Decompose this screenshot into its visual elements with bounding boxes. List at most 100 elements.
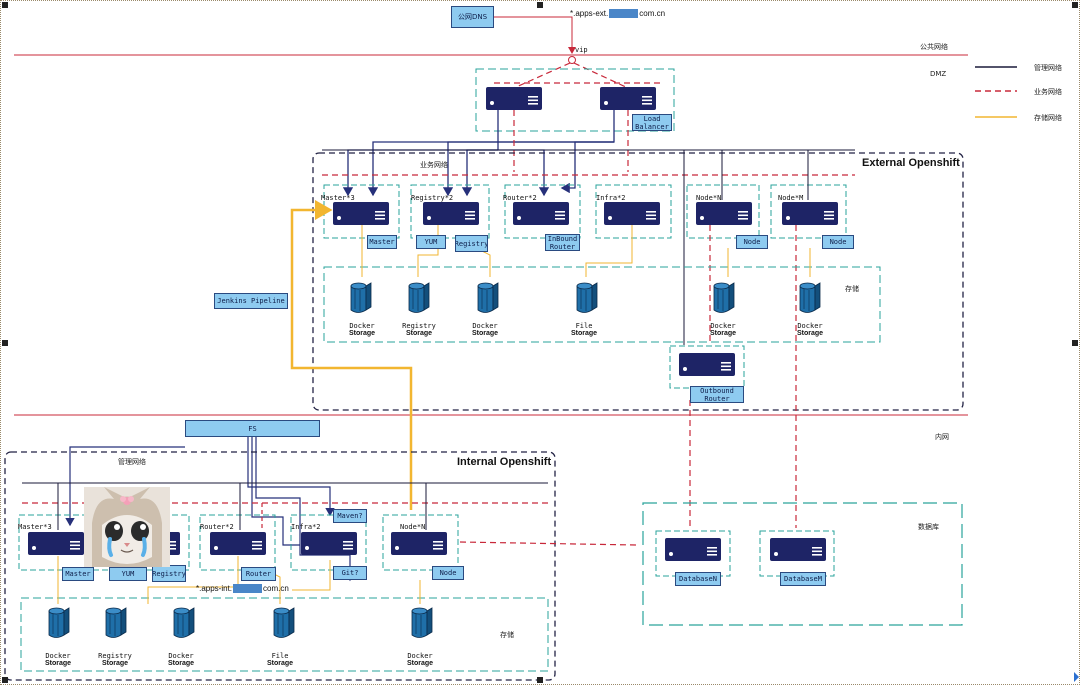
int-node-n-tag: Node: [432, 566, 464, 580]
ext-infra-server: [604, 202, 660, 225]
legend-label-storage: 存储网络: [1034, 114, 1062, 122]
selection-handle[interactable]: [537, 2, 543, 8]
ext-storage-line2: Storage: [796, 330, 824, 337]
legend-label-mgmt: 管理网络: [1034, 64, 1062, 72]
selection-handle[interactable]: [2, 340, 8, 346]
int-storage-line2: Storage: [406, 660, 434, 667]
ext-cylinder-2: [408, 282, 430, 313]
selection-handle[interactable]: [1072, 2, 1078, 8]
ext-node-n-tag: Node: [736, 235, 768, 249]
outbound-router-tag: Outbound Router: [690, 386, 744, 403]
vip-to-lb: [513, 62, 571, 89]
domain-prefix: *.apps-ext.: [570, 9, 609, 18]
int-cylinder-4: [273, 607, 295, 638]
int-storage-line2: Storage: [167, 660, 195, 667]
int-master-server: [28, 532, 84, 555]
int-group-node-n: [382, 514, 459, 571]
ext-master-group-label: Master*3: [321, 194, 355, 202]
lb-mgmt-link-5: [442, 141, 614, 197]
vip-node: [568, 56, 576, 64]
ext-router-group-label: Router*2: [503, 194, 537, 202]
int-router-tag: Router: [241, 567, 276, 581]
int-node-to-db: [459, 541, 637, 546]
ext-group-router: [504, 184, 581, 239]
ext-storage-link-2: [417, 225, 439, 277]
ext-master-server: [333, 202, 389, 225]
selection-handle[interactable]: [537, 677, 543, 683]
ext-registry-group-label: Registry*2: [411, 194, 454, 202]
zone-storage-int: 存储: [500, 631, 514, 639]
int-yum-tag: YUM: [109, 567, 147, 581]
int-storage-line2: Storage: [101, 660, 129, 667]
ext-infra-group-label: Infra*2: [596, 194, 626, 202]
int-storage-line1: Docker: [407, 652, 433, 660]
selection-handle[interactable]: [2, 2, 8, 8]
ext-cylinder-3: [477, 282, 499, 313]
git-tag: Git?: [333, 566, 367, 580]
ext-registry-tag: Registry: [455, 235, 488, 252]
vip-label: vip: [575, 46, 588, 54]
cat-face-icon: [84, 487, 170, 567]
ext-registry-server: [423, 202, 479, 225]
fs-link-3: [65, 446, 185, 527]
ext-storage-line1: Registry: [402, 322, 436, 330]
ext-cylinder-4: [576, 282, 598, 313]
int-router-server: [210, 532, 266, 555]
maven-tag: Maven?: [333, 509, 367, 523]
domain-suffix: com.cn: [263, 584, 289, 593]
cat-sticker-image: [84, 487, 170, 567]
selection-handle[interactable]: [1072, 340, 1078, 346]
external-openshift-title: External Openshift: [862, 157, 960, 169]
lb-mgmt-link-4: [461, 149, 498, 197]
ext-router-server: [513, 202, 569, 225]
zone-storage-ext: 存储: [845, 285, 859, 293]
vip-to-lb2: [573, 62, 629, 89]
zone-public-net: 公共网络: [920, 43, 948, 51]
lb-server-1: [486, 87, 542, 110]
ext-storage-line1: Docker: [472, 322, 498, 330]
int-cylinder-5: [411, 607, 433, 638]
int-cylinder-3: [173, 607, 195, 638]
fs-link-2: [247, 437, 335, 517]
ext-storage-line1: Docker: [797, 322, 823, 330]
ext-group-node-n: [686, 184, 760, 239]
int-node-n-group-label: Node*N: [400, 523, 426, 531]
database-n-tag: DatabaseN: [675, 572, 721, 586]
ext-storage-link-4: [585, 225, 633, 277]
ext-inbound-router-tag: InBound Router: [545, 234, 580, 251]
lb-server-2: [600, 87, 656, 110]
ext-node-m-server: [782, 202, 838, 225]
zone-dmz: DMZ: [930, 70, 947, 78]
db-n-server: [665, 538, 721, 561]
ext-cylinder-1: [350, 282, 372, 313]
zone-business-net: 业务网络: [420, 161, 448, 169]
ext-cylinder-6: [799, 282, 821, 313]
ext-group-registry: [410, 184, 490, 239]
internal-openshift-box: [4, 451, 556, 681]
legend-label-business: 业务网络: [1034, 88, 1062, 96]
load-balancer-tag: Load Balancer: [632, 114, 672, 131]
dmz-box: [475, 68, 675, 132]
selection-handle[interactable]: [2, 677, 8, 683]
fs-link-4: [255, 437, 355, 582]
int-cylinder-1: [48, 607, 70, 638]
ext-master-tag: Master: [367, 235, 397, 249]
fs-link-1: [251, 437, 300, 546]
redacted-block: [233, 584, 263, 593]
int-storage-line1: Registry: [98, 652, 132, 660]
lb-mgmt-link-7: [560, 141, 614, 194]
domain-suffix: com.cn: [639, 9, 666, 18]
int-master-group-label: Master*3: [18, 523, 52, 531]
jenkins-pipeline-box: Jenkins Pipeline: [214, 293, 288, 309]
